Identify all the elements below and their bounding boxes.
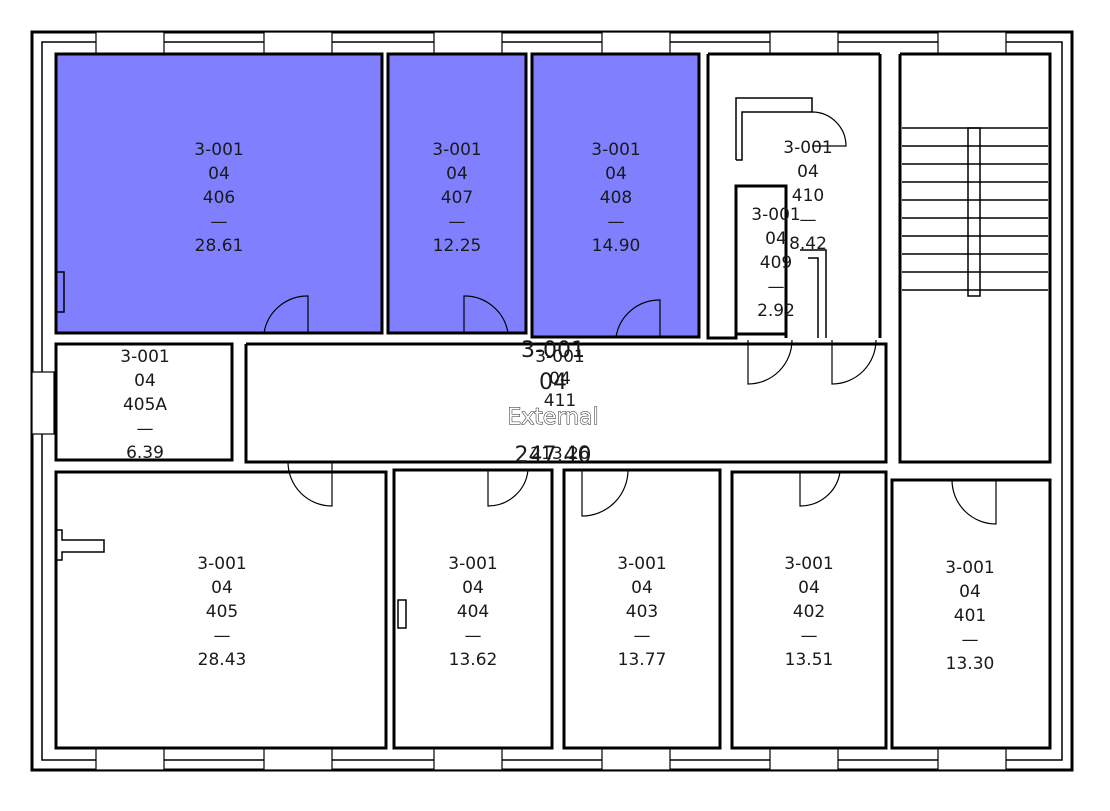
room-407[interactable] xyxy=(386,52,528,335)
room-406-separator: — xyxy=(211,212,228,232)
corridor-small-building: 3-001 xyxy=(535,347,584,367)
label-406: 3-001 04 406 — 28.61 xyxy=(194,140,243,256)
room-407-number: 407 xyxy=(441,188,473,208)
room-408-area: 14.90 xyxy=(592,236,641,256)
label-403: 3-001 04 403 — 13.77 xyxy=(617,554,666,670)
label-409: 3-001 04 409 — 2.92 xyxy=(751,205,800,321)
room-410-floor: 04 xyxy=(797,162,819,182)
room-409-building: 3-001 xyxy=(751,205,800,225)
room-403-floor: 04 xyxy=(631,578,653,598)
room-407-separator: — xyxy=(449,212,466,232)
windows-bottom xyxy=(95,747,1007,771)
room-407-floor: 04 xyxy=(446,164,468,184)
room-405-building: 3-001 xyxy=(197,554,246,574)
room-403-separator: — xyxy=(634,626,651,646)
label-407: 3-001 04 407 — 12.25 xyxy=(432,140,481,256)
label-408: 3-001 04 408 — 14.90 xyxy=(591,140,640,256)
room-405A-number: 405A xyxy=(123,395,167,415)
room-403-number: 403 xyxy=(626,602,658,622)
corridor-label-large: 3-001 04 External 247.40 xyxy=(507,338,599,468)
label-405: 3-001 04 405 — 28.43 xyxy=(197,554,246,670)
corridor-large-type: External xyxy=(507,405,598,430)
room-402-building: 3-001 xyxy=(784,554,833,574)
doors xyxy=(55,111,997,525)
room-408-separator: — xyxy=(608,212,625,232)
room-402-separator: — xyxy=(801,626,818,646)
room-406-building: 3-001 xyxy=(194,140,243,160)
room-404-niche xyxy=(397,599,407,629)
room-404-building: 3-001 xyxy=(448,554,497,574)
room-402-floor: 04 xyxy=(798,578,820,598)
room-401[interactable] xyxy=(890,478,1052,750)
room-409-floor: 04 xyxy=(765,229,787,249)
room-408[interactable] xyxy=(530,52,701,339)
stairwell xyxy=(898,52,1052,464)
room-408-building: 3-001 xyxy=(591,140,640,160)
corridor-walls xyxy=(244,342,888,464)
room-403-area: 13.77 xyxy=(618,650,667,670)
room-410-area: 8.42 xyxy=(789,234,827,254)
corridor-label-small: 3-001 04 411 213.26 xyxy=(530,347,589,464)
room-404-area: 13.62 xyxy=(449,650,498,670)
room-405-number: 405 xyxy=(206,602,238,622)
room-405-area: 28.43 xyxy=(198,650,247,670)
room-408-number: 408 xyxy=(600,188,632,208)
label-405A: 3-001 04 405A — 6.39 xyxy=(120,347,169,463)
room-402[interactable] xyxy=(730,470,888,750)
label-402: 3-001 04 402 — 13.51 xyxy=(784,554,833,670)
room-401-separator: — xyxy=(962,630,979,650)
room-404-number: 404 xyxy=(457,602,489,622)
room-405-niche xyxy=(56,529,105,561)
room-406-number: 406 xyxy=(203,188,235,208)
room-405A-separator: — xyxy=(137,419,154,439)
room-407-building: 3-001 xyxy=(432,140,481,160)
room-404[interactable] xyxy=(392,468,554,750)
room-409-separator: — xyxy=(768,277,785,297)
room-410-number: 410 xyxy=(792,186,824,206)
label-410: 3-001 04 410 — 8.42 xyxy=(783,138,832,254)
label-404: 3-001 04 404 — 13.62 xyxy=(448,554,497,670)
room-406[interactable] xyxy=(54,52,384,335)
room-402-number: 402 xyxy=(793,602,825,622)
corridor-large-floor: 04 xyxy=(539,370,567,395)
room-403[interactable] xyxy=(562,468,722,750)
room-408-floor: 04 xyxy=(605,164,627,184)
corridor-small-number: 411 xyxy=(544,391,576,411)
room-409-area: 2.92 xyxy=(757,301,795,321)
window-left xyxy=(31,371,55,435)
room-405[interactable] xyxy=(54,470,388,750)
room-401-number: 401 xyxy=(954,606,986,626)
room-409-walls xyxy=(734,184,827,338)
room-406-floor: 04 xyxy=(208,164,230,184)
room-401-building: 3-001 xyxy=(945,558,994,578)
room-405A-area: 6.39 xyxy=(126,443,164,463)
room-403-building: 3-001 xyxy=(617,554,666,574)
corridor-small-floor: 04 xyxy=(549,369,571,389)
room-404-floor: 04 xyxy=(462,578,484,598)
room-410-separator: — xyxy=(800,210,817,230)
room-410-building: 3-001 xyxy=(783,138,832,158)
room-405-floor: 04 xyxy=(211,578,233,598)
room-405A[interactable] xyxy=(54,342,234,462)
windows-top xyxy=(95,31,1007,55)
room-405-separator: — xyxy=(214,626,231,646)
room-409-number: 409 xyxy=(760,253,792,273)
room-405A-building: 3-001 xyxy=(120,347,169,367)
room-405A-floor: 04 xyxy=(134,371,156,391)
room-407-area: 12.25 xyxy=(433,236,482,256)
room-401-area: 13.30 xyxy=(946,654,995,674)
corridor-large-building: 3-001 xyxy=(521,338,585,363)
room-406-area: 28.61 xyxy=(195,236,244,256)
room-402-area: 13.51 xyxy=(785,650,834,670)
room-401-floor: 04 xyxy=(959,582,981,602)
room-404-separator: — xyxy=(465,626,482,646)
label-401: 3-001 04 401 — 13.30 xyxy=(945,558,994,674)
corridor-large-area: 247.40 xyxy=(515,443,592,468)
corridor-small-area: 213.26 xyxy=(530,444,589,464)
